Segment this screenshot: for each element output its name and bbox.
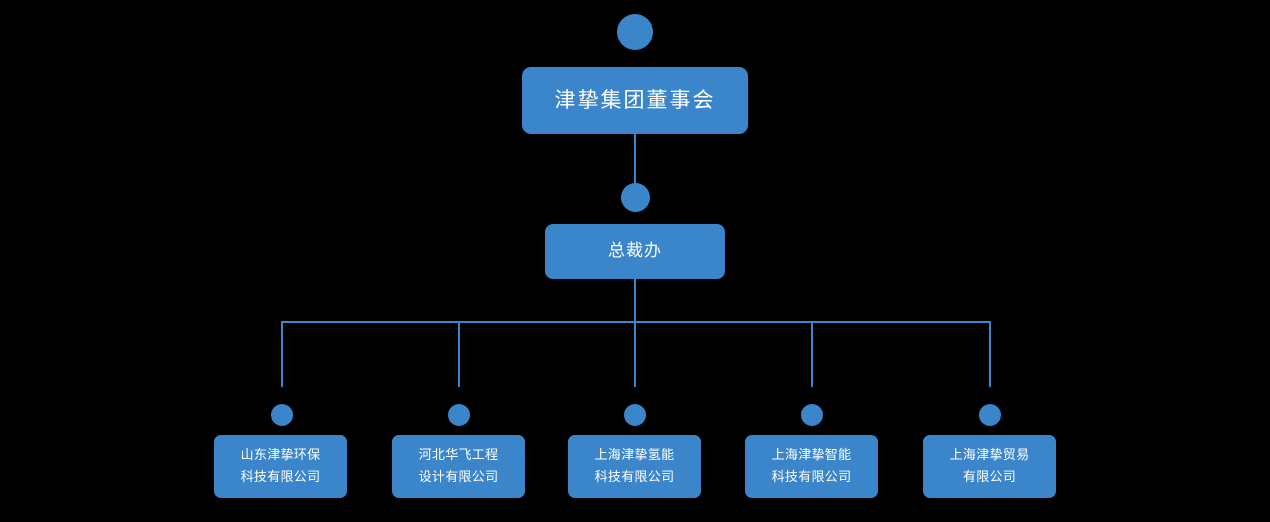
- shanghai-smart-node-dot: [801, 404, 823, 426]
- shandong-env-node-dot: [271, 404, 293, 426]
- board-node-dot: [617, 14, 653, 50]
- node-board[interactable]: 津挚集团董事会: [522, 67, 748, 134]
- connector-horizontal-bus: [281, 321, 991, 323]
- node-president-office[interactable]: 总裁办: [545, 224, 725, 279]
- connector-president-to-bus: [634, 279, 636, 323]
- connector-board-to-president: [634, 134, 636, 183]
- node-shandong-env[interactable]: 山东津挚环保 科技有限公司: [214, 435, 347, 498]
- node-shanghai-hydrogen[interactable]: 上海津挚氢能 科技有限公司: [568, 435, 701, 498]
- shanghai-trade-node-dot: [979, 404, 1001, 426]
- shanghai-hydrogen-node-dot: [624, 404, 646, 426]
- node-hebei-huafei[interactable]: 河北华飞工程 设计有限公司: [392, 435, 525, 498]
- node-shanghai-smart[interactable]: 上海津挚智能 科技有限公司: [745, 435, 878, 498]
- connector-drop-shanghai-trade: [989, 321, 991, 387]
- node-shanghai-trade[interactable]: 上海津挚贸易 有限公司: [923, 435, 1056, 498]
- connector-drop-shanghai-hydrogen: [634, 321, 636, 387]
- connector-drop-shanghai-smart: [811, 321, 813, 387]
- connector-drop-hebei-huafei: [458, 321, 460, 387]
- president-office-node-dot: [621, 183, 650, 212]
- connector-drop-shandong-env: [281, 321, 283, 387]
- hebei-huafei-node-dot: [448, 404, 470, 426]
